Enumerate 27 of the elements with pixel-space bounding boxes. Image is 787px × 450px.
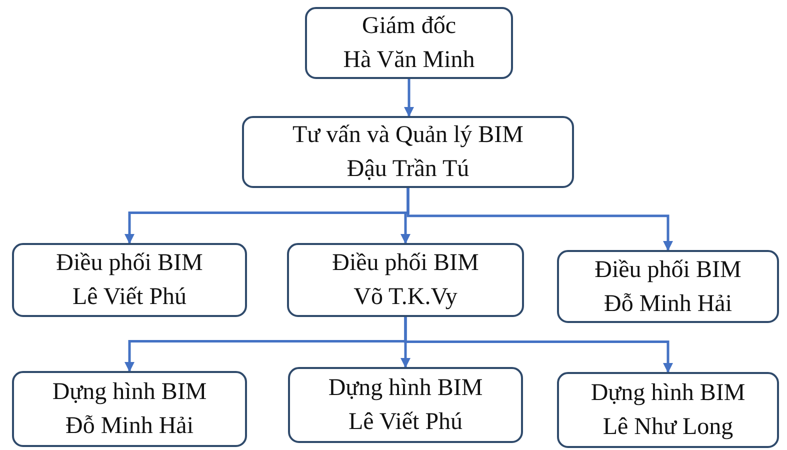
role-title: Tư vấn và Quản lý BIM [292, 121, 524, 150]
role-title: Dựng hình BIM [328, 374, 483, 403]
connector-arrow [404, 317, 673, 373]
role-title: Điều phối BIM [332, 249, 479, 278]
person-name: Đỗ Minh Hải [66, 412, 194, 441]
person-name: Lê Viết Phú [348, 408, 463, 437]
person-name: Đỗ Minh Hải [604, 290, 732, 318]
person-name: Lê Như Long [602, 413, 734, 442]
org-box [288, 367, 523, 443]
org-box [557, 250, 779, 323]
connector-arrow [404, 79, 414, 117]
org-box [305, 7, 513, 79]
role-title: Điều phối BIM [594, 256, 742, 284]
connector-arrow [406, 188, 673, 251]
person-name: Lê Viết Phú [72, 283, 187, 312]
person-name: Võ T.K.Vy [354, 283, 458, 312]
role-title: Dựng hình BIM [52, 378, 207, 407]
role-title: Điều phối BIM [56, 249, 203, 278]
person-name: Đậu Trần Tú [346, 155, 470, 184]
org-box [287, 243, 524, 317]
org-box [242, 116, 574, 188]
org-box [12, 371, 247, 447]
org-box [557, 372, 779, 448]
org-box [12, 243, 247, 317]
role-title: Dựng hình BIM [590, 379, 746, 408]
person-name: Hà Văn Minh [343, 46, 475, 75]
role-title: Giám đốc [362, 12, 456, 41]
